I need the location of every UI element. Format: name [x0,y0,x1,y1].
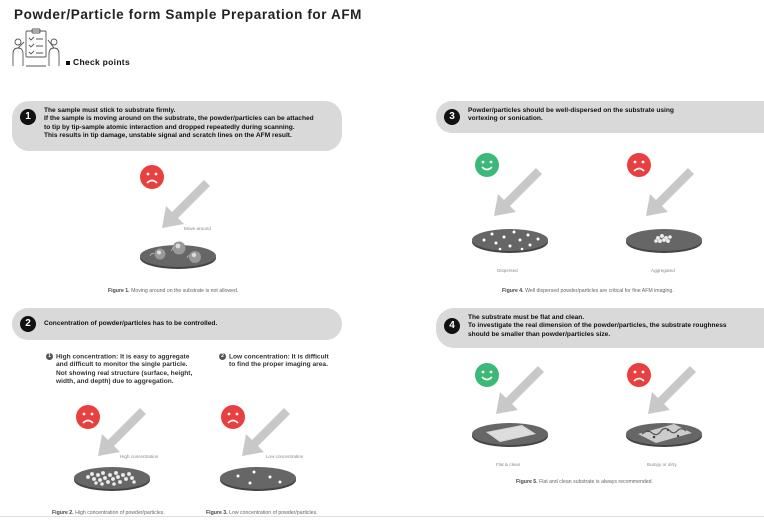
illustration-label: Move around [184,226,211,231]
figure-3-caption: Figure 3. Low concentration of powder/pa… [206,510,318,516]
tip-arrow-icon [98,408,146,456]
section-4-number: 4 [444,318,460,334]
illustration-label: Flat & clean [496,462,521,467]
figure-1-caption: Figure 1. Moving around on the substrate… [108,288,239,294]
figure-2-caption: Figure 2. High concentration of powder/p… [52,510,165,516]
substrate-flat-clean [472,423,548,447]
section-3-line: vortexing or sonication. [468,115,543,123]
check-points-heading: Check points [66,57,130,67]
section-3-number: 3 [444,109,460,125]
checklist-people-icon [12,28,60,67]
substrate-low-concentration [220,467,296,491]
sub-number: 1 [46,353,53,360]
tip-arrow-icon [496,366,544,414]
page-bottom-border [0,516,764,517]
tip-arrow-icon [242,408,290,456]
section-2-line: Concentration of powder/particles has to… [44,320,218,327]
section-1-line: The sample must stick to substrate firml… [44,107,176,114]
section-2-banner: 2 Concentration of powder/particles has … [12,308,342,340]
happy-face-icon [475,363,499,387]
section-4-line: To investigate the real dimension of the… [468,322,727,330]
sad-face-icon [140,165,164,189]
substrate-bumpy-dirty [626,423,702,447]
substrate-high-concentration [74,467,150,491]
section-2-number: 2 [20,316,36,332]
section-1-number: 1 [20,109,36,125]
sad-face-icon [76,405,100,429]
page-title: Powder/Particle form Sample Preparation … [14,7,363,22]
section-1-banner: 1 The sample must stick to substrate fir… [12,101,342,151]
tip-arrow-icon [648,366,696,414]
tip-arrow-icon [646,168,694,216]
illustration-label: Dispersed [497,268,518,273]
section-4-line: should be smaller than powder/particles … [468,330,611,338]
section-3-line: Powder/particles should be well-disperse… [468,107,674,114]
section-1-line: to tip by tip-sample atomic interaction … [44,123,295,131]
sad-face-icon [627,363,651,387]
section-1-line: If the sample is moving around on the su… [44,115,314,123]
illustration-label: Low concentration [266,454,304,459]
sad-face-icon [221,405,245,429]
illustration-label: Bumpy or dirty [647,462,677,467]
figure-5-caption: Figure 5. Flat and clean substrate is al… [516,479,653,485]
section-1-line: This results in tip damage, unstable sig… [44,132,292,140]
section-4-banner: 4 The substrate must be flat and clean. … [436,308,764,348]
substrate-aggregated-particles [626,229,702,253]
illustration-label: Aggregated [651,268,675,273]
illustration-label: High concentration [120,454,159,459]
section-3-banner: 3 Powder/particles should be well-disper… [436,101,764,133]
happy-face-icon [475,153,499,177]
sad-face-icon [627,153,651,177]
figure-4-caption: Figure 4. Well dispersed powder/particle… [502,288,674,294]
section-4-line: The substrate must be flat and clean. [468,314,585,321]
sub-number: 2 [219,353,226,360]
tip-arrow-icon [494,168,542,216]
substrate-moving-particles [140,241,216,269]
tip-arrow-icon [162,180,210,228]
substrate-dispersed-particles [472,229,548,253]
